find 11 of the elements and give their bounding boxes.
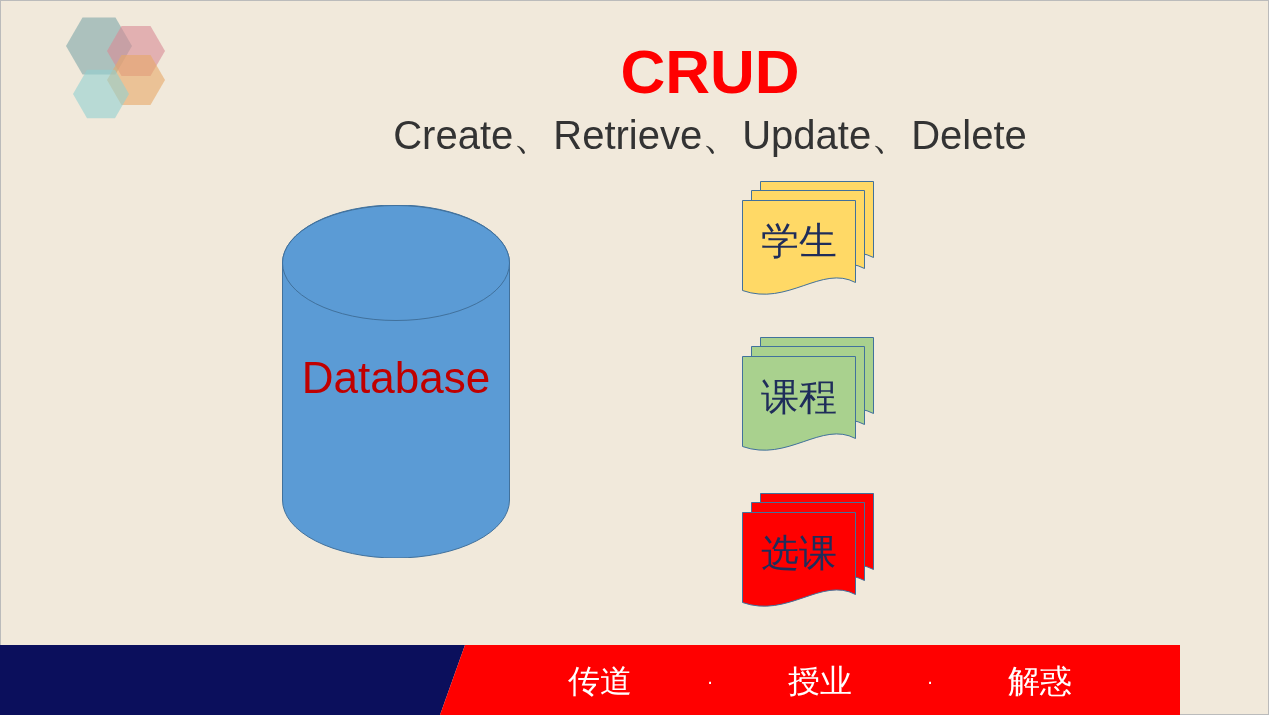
motto-word: 解惑	[1007, 662, 1073, 701]
document-label: 学生	[760, 218, 838, 265]
title: CRUD	[619, 38, 801, 106]
document-label: 选课	[760, 530, 838, 577]
subtitle: Create、Retrieve、Update、Delete	[392, 112, 1028, 158]
motto-word: 授业	[787, 662, 853, 701]
separator-dot: ·	[925, 669, 935, 694]
document-label: 课程	[760, 374, 838, 421]
database-label: Database	[300, 351, 492, 404]
separator-dot: ·	[705, 669, 715, 694]
motto-word: 传道	[567, 662, 633, 701]
